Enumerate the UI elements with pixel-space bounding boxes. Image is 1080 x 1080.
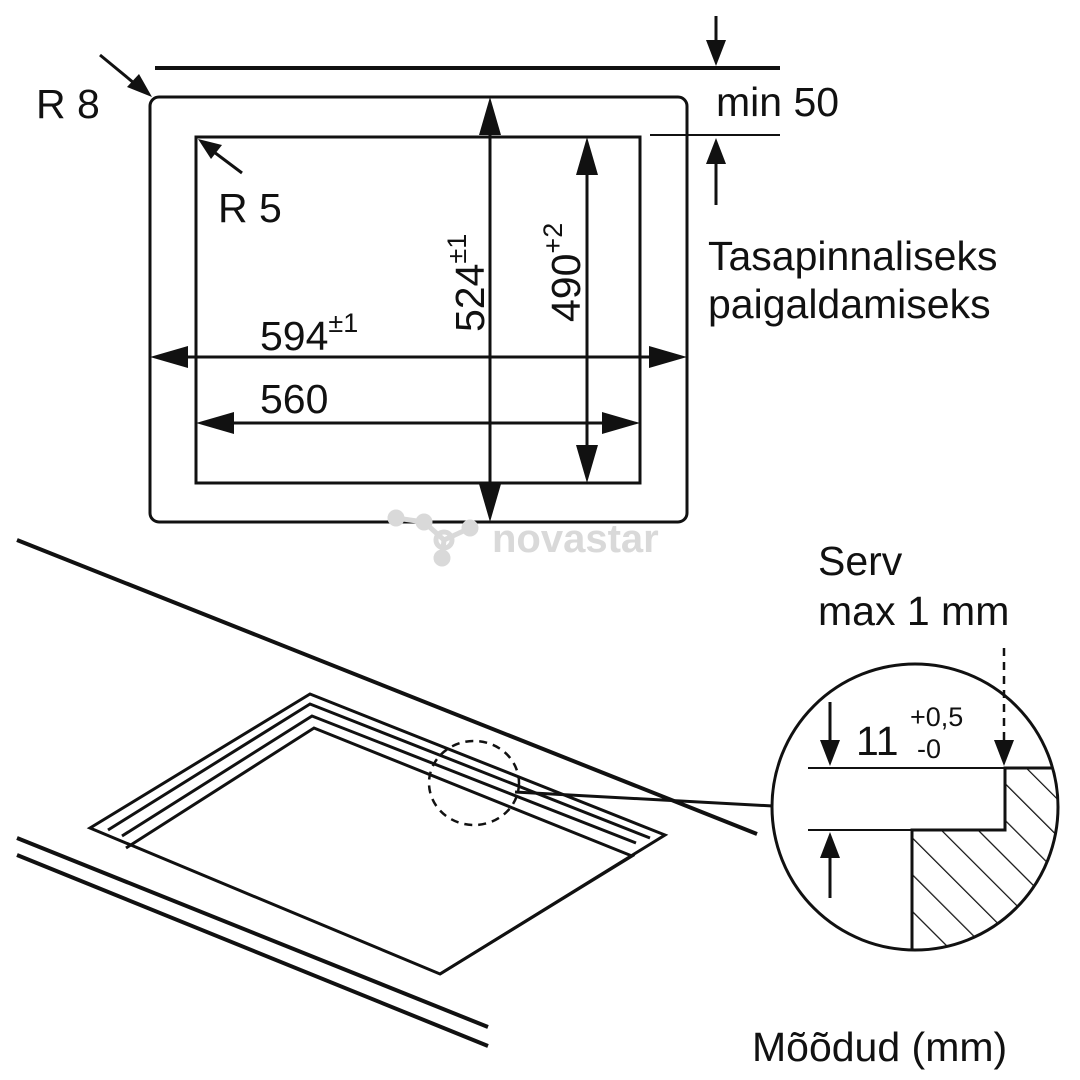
worktop-section-outline (910, 766, 1058, 950)
flush-install-label-line1: Tasapinnaliseks (708, 233, 997, 279)
depth-inner-label: 490+2 (538, 223, 589, 322)
rebate-arrow-top-head (820, 740, 840, 766)
rebate-tolerance-plus: +0,5 (910, 702, 963, 732)
depth-inner-tolerance: +2 (538, 223, 568, 254)
depth-inner-value: 490 (543, 254, 589, 322)
cutout-outer-frame (86, 692, 669, 976)
r5-arrowhead (198, 139, 222, 159)
clearance-arrow-bottom-head (706, 138, 726, 164)
rebate-value: 11 (856, 718, 899, 764)
depth-outer-value: 524 (447, 264, 493, 332)
min-clearance-label: min 50 (716, 79, 839, 125)
detail-leader-line (514, 790, 774, 808)
width-outer-arrow-left (150, 346, 188, 368)
depth-outer-label: 524±1 (442, 234, 493, 332)
inner-cutout-outline (194, 135, 642, 485)
worktop-front-edge-lower (16, 853, 489, 1048)
worktop-front-edge-upper (16, 836, 489, 1029)
hob-cutout-perspective (86, 692, 669, 976)
outer-cutout-outline (148, 95, 689, 524)
width-outer-value: 594 (260, 313, 328, 359)
watermark-text: novastar (492, 517, 659, 561)
depth-outer-tolerance: ±1 (442, 234, 472, 264)
worktop-section-hatch (912, 768, 1058, 950)
depth-inner-arrow-top (576, 137, 598, 175)
edge-label-line2: max 1 mm (818, 588, 1009, 634)
rebate-detail-callout: 11 +0,5 -0 Serv max 1 mm (770, 538, 1060, 952)
depth-inner-arrow-bottom (576, 445, 598, 483)
perspective-view (16, 538, 774, 1048)
edge-indicator-arrowhead (994, 740, 1014, 766)
worktop-back-edge (16, 538, 758, 836)
depth-outer-arrow-bottom (479, 484, 501, 522)
depth-outer-arrow-top (479, 97, 501, 135)
rebate-arrow-bottom-head (820, 832, 840, 858)
cutout-inner-opening (125, 726, 636, 976)
watermark: novastar (387, 509, 659, 567)
watermark-molecule-icon (387, 509, 479, 567)
edge-label-line1: Serv (818, 538, 903, 584)
inner-radius-label: R 5 (218, 185, 282, 231)
width-outer-label: 594±1 (260, 308, 358, 359)
units-label: Mõõdud (mm) (752, 1024, 1007, 1070)
clearance-arrow-top-head (706, 40, 726, 66)
width-inner-arrow-left (196, 412, 234, 434)
flush-install-label-line2: paigaldamiseks (708, 281, 991, 327)
rebate-tolerance-minus: -0 (917, 734, 941, 764)
width-inner-label: 560 (260, 376, 328, 422)
width-inner-arrow-right (602, 412, 640, 434)
cutout-plan-view: R 8 R 5 min 50 Tasapinnaliseks paigaldam… (36, 16, 997, 524)
cutout-frame-step-2 (121, 714, 637, 845)
r8-arrowhead (127, 74, 152, 97)
outer-radius-label: R 8 (36, 81, 100, 127)
detail-marker-circle (427, 739, 521, 827)
width-outer-arrow-right (649, 346, 687, 368)
width-outer-tolerance: ±1 (328, 308, 358, 338)
